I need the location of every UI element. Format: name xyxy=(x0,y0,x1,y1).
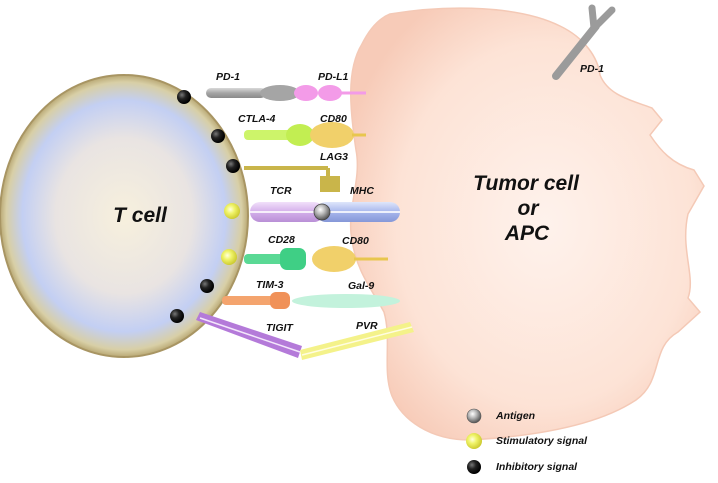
cd28-head xyxy=(280,248,306,270)
legend-stimulatory-label: Stimulatory signal xyxy=(496,435,588,447)
legend-stimulatory-icon xyxy=(466,433,482,449)
stimulatory-dot-cd28 xyxy=(221,249,237,265)
tigit-pvr-pair xyxy=(196,312,414,360)
pd1-pdl1-pair xyxy=(206,85,366,101)
tumor-cell-label-line1: Tumor cell xyxy=(473,172,580,195)
ctla4-bar xyxy=(244,130,300,140)
tumor-cell-body xyxy=(349,7,705,441)
tcr-mhc-pair xyxy=(250,202,400,222)
mhc-label: MHC xyxy=(350,185,374,197)
t-cell-body xyxy=(0,74,249,358)
inhibitory-dot-ctla4 xyxy=(211,129,225,143)
pdl1-head-b xyxy=(318,85,342,101)
ctla4-head xyxy=(286,124,314,146)
cd28-label: CD28 xyxy=(268,234,295,246)
tumor-pd1-label: PD-1 xyxy=(580,63,604,75)
lag3-label: LAG3 xyxy=(320,151,348,163)
cd80-bottom-label: CD80 xyxy=(342,235,369,247)
antigen-sphere xyxy=(313,203,331,221)
pd1-head xyxy=(260,85,300,101)
tumor-cell-label-line3: APC xyxy=(504,222,550,245)
ctla4-label: CTLA-4 xyxy=(238,113,275,125)
legend-inhibitory-icon xyxy=(467,460,481,474)
inhibitory-dot-pd1 xyxy=(177,90,191,104)
legend-antigen-icon xyxy=(466,408,482,424)
ctla4-cd80-pair xyxy=(244,122,366,148)
inhibitory-dot-tigit xyxy=(170,309,184,323)
gal9-label: Gal-9 xyxy=(348,280,374,292)
pvr-label: PVR xyxy=(356,320,378,332)
legend-inhibitory-label: Inhibitory signal xyxy=(496,461,578,473)
tcr-label: TCR xyxy=(270,185,292,197)
legend: Antigen Stimulatory signal Inhibitory si… xyxy=(466,408,588,474)
cd80-top-head xyxy=(310,122,354,148)
lag3-receptor xyxy=(244,166,340,192)
pd1-label: PD-1 xyxy=(216,71,240,83)
cd80-top-label: CD80 xyxy=(320,113,347,125)
pd1-bar xyxy=(206,88,266,98)
cd28-cd80-pair xyxy=(244,246,388,272)
tumor-cell-label-line2: or xyxy=(518,197,541,220)
pdl1-label: PD-L1 xyxy=(318,71,348,83)
tigit-label: TIGIT xyxy=(266,322,294,334)
tumor-pd1-receptor xyxy=(552,4,616,80)
gal9-head xyxy=(292,294,400,308)
inhibitory-dot-lag3 xyxy=(226,159,240,173)
tim3-bar xyxy=(222,296,280,305)
tim3-gal9-pair xyxy=(222,292,400,309)
tim3-label: TIM-3 xyxy=(256,279,284,291)
legend-antigen-label: Antigen xyxy=(495,410,535,422)
pdl1-head-a xyxy=(294,85,318,101)
stimulatory-dot-tcr xyxy=(224,203,240,219)
t-cell-label: T cell xyxy=(113,204,168,227)
cd80-bottom-head xyxy=(312,246,356,272)
inhibitory-dot-tim3 xyxy=(200,279,214,293)
lag3-head xyxy=(320,176,340,192)
tim3-head xyxy=(270,292,290,309)
